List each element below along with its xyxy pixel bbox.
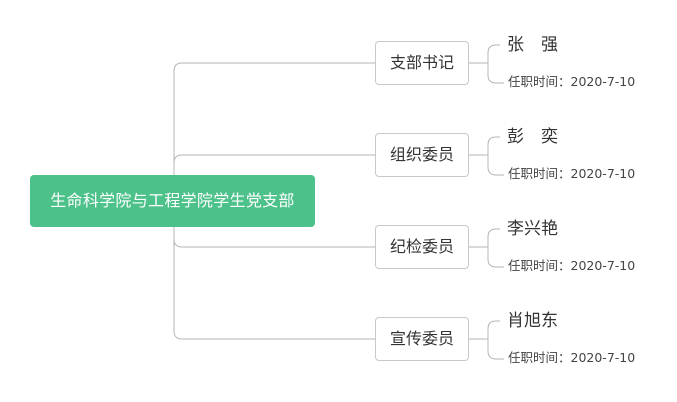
term-date-propaganda[interactable]: 任职时间：2020-7-10 [508, 350, 636, 365]
leaf-bracket-2 [487, 136, 504, 176]
term-date-discipline[interactable]: 任职时间：2020-7-10 [508, 258, 636, 273]
leaf-bracket-4 [487, 320, 504, 360]
role-node-organization[interactable]: 组织委员 [375, 133, 469, 177]
role-node-discipline[interactable]: 纪检委员 [375, 225, 469, 269]
role-node-secretary[interactable]: 支部书记 [375, 41, 469, 85]
root-connector-4 [173, 201, 375, 340]
person-name-secretary[interactable]: 张 强 [507, 35, 558, 55]
term-date-organization[interactable]: 任职时间：2020-7-10 [508, 166, 636, 181]
leaf-bracket-3 [487, 228, 504, 268]
root-node[interactable]: 生命科学院与工程学院学生党支部 [30, 175, 315, 227]
person-name-discipline[interactable]: 李兴艳 [507, 219, 558, 239]
person-name-organization[interactable]: 彭 奕 [507, 127, 558, 147]
leaf-connectors [469, 44, 504, 360]
root-connector-2 [173, 154, 375, 201]
person-name-propaganda[interactable]: 肖旭东 [507, 311, 558, 331]
role-node-propaganda[interactable]: 宣传委员 [375, 317, 469, 361]
leaf-bracket-1 [487, 44, 504, 84]
term-date-secretary[interactable]: 任职时间：2020-7-10 [508, 74, 636, 89]
root-connector-1 [173, 62, 375, 201]
